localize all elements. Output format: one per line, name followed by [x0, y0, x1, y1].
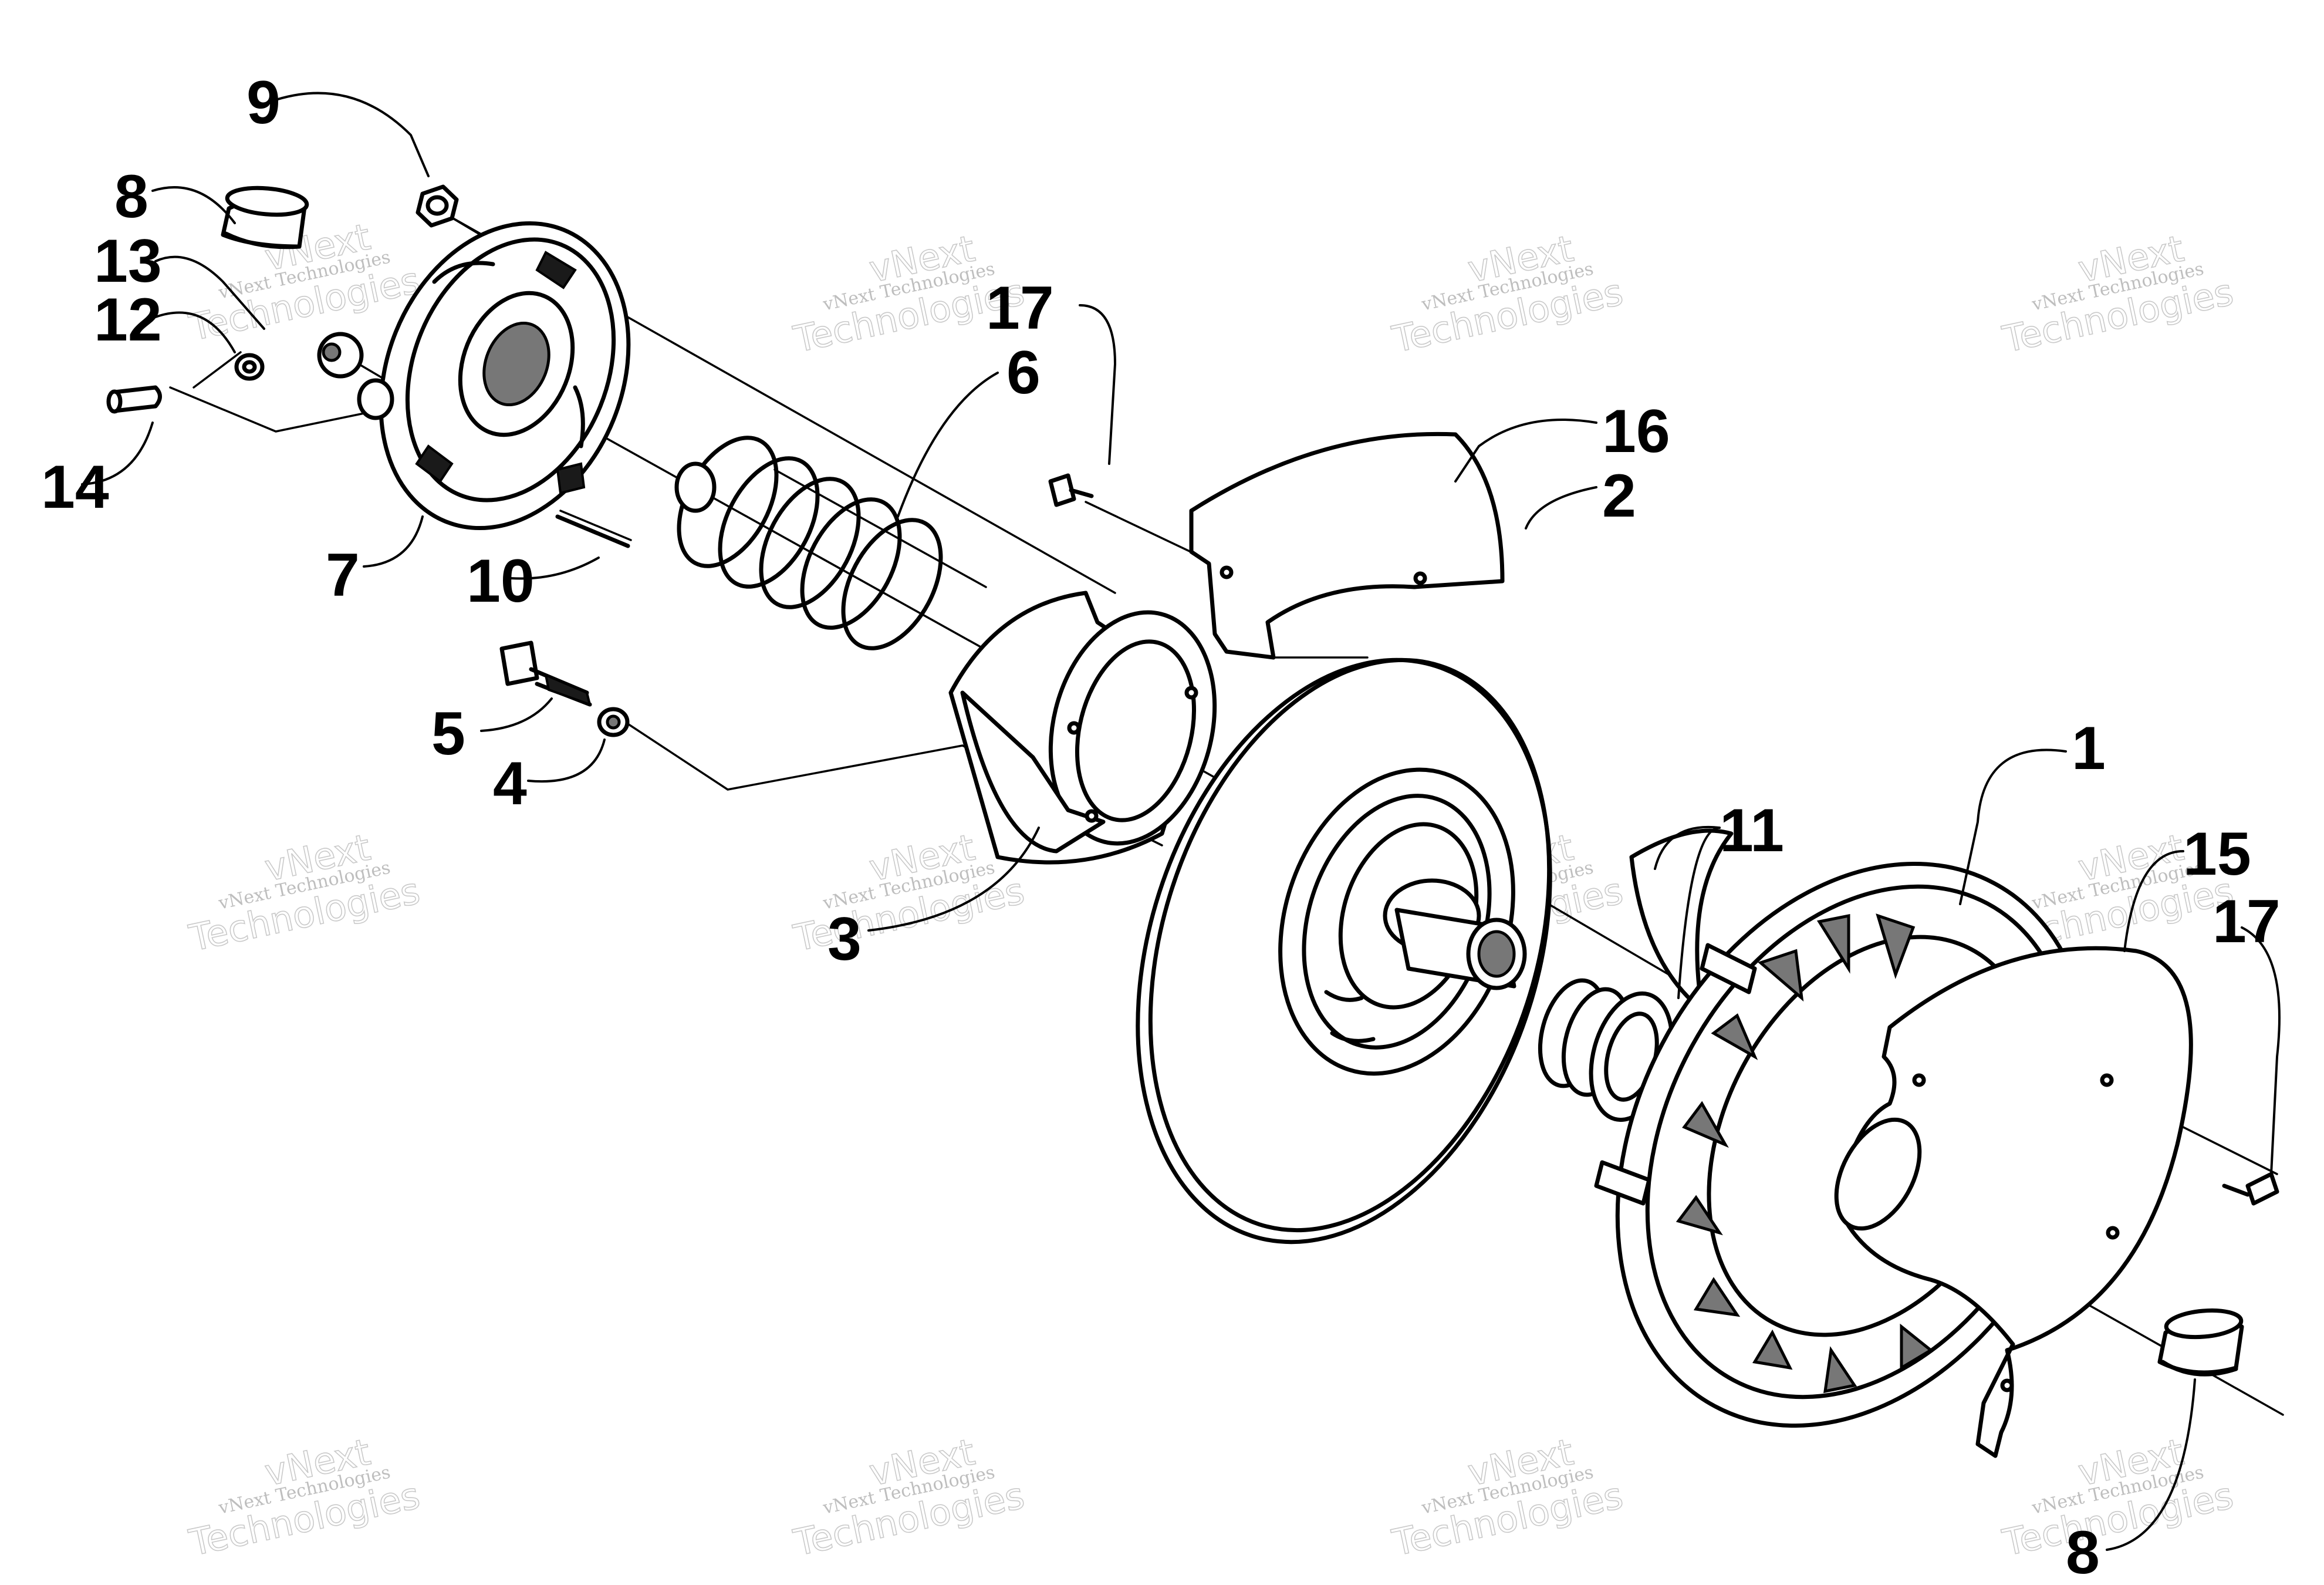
part-10-roll-pin [555, 510, 632, 548]
watermark: vNext vNext Technologies Technologies [1998, 227, 2237, 362]
part-17-screw-top [1048, 473, 1094, 507]
label-11: 11 [1720, 797, 1784, 865]
part-5-bolt [499, 640, 592, 707]
part-7-spider-plate [357, 221, 631, 531]
label-4: 4 [493, 750, 527, 818]
label-15: 15 [2183, 820, 2251, 888]
label-3: 3 [827, 905, 862, 973]
label-1: 1 [2072, 714, 2106, 783]
label-14: 14 [41, 453, 109, 521]
label-13: 13 [94, 227, 162, 295]
part-3-helix [948, 591, 1217, 865]
watermark: vNext vNext Technologies Technologies [789, 1430, 1028, 1565]
watermark: vNext vNext Technologies Technologies [185, 825, 424, 960]
part-12-washer [234, 353, 265, 381]
part-11-shims [1538, 828, 1734, 1122]
label-10: 10 [467, 547, 535, 615]
watermark: vNext vNext Technologies Technologies [1388, 227, 1627, 362]
leader-lines [81, 92, 2281, 1551]
part-2-movable-sheave [1136, 657, 1552, 1245]
label-17-right: 17 [2212, 888, 2281, 956]
label-9: 9 [246, 69, 281, 137]
part-6-spring [674, 436, 943, 650]
label-6: 6 [1006, 339, 1041, 407]
part-labels: 1 2 3 4 5 6 7 8 8 9 10 11 12 13 14 15 16… [41, 69, 2281, 1585]
part-9-nut [416, 184, 459, 228]
part-17-screw-bottom [2222, 1172, 2279, 1206]
part-16-guard-plate [1189, 431, 1505, 660]
part-14-pin [106, 385, 162, 414]
label-8-bottom: 8 [2066, 1519, 2100, 1585]
part-8-bushing-bottom [2157, 1308, 2244, 1377]
mounting-studs [1594, 943, 1757, 1206]
label-8-top: 8 [114, 163, 148, 231]
part-4-bushing [597, 707, 630, 737]
label-12: 12 [94, 286, 162, 354]
part-8-bushing-top [221, 186, 309, 249]
part-15-guard-plate [1834, 946, 2193, 1458]
label-16: 16 [1602, 397, 1670, 466]
watermark: vNext vNext Technologies Technologies [1388, 1430, 1627, 1565]
watermark: vNext vNext Technologies Technologies [1998, 1430, 2237, 1565]
label-5: 5 [431, 700, 465, 768]
watermark: vNext vNext Technologies Technologies [185, 1430, 424, 1565]
label-2: 2 [1602, 462, 1636, 530]
label-7: 7 [326, 541, 360, 609]
label-17-top: 17 [986, 274, 1054, 342]
part-13-roller [317, 332, 364, 379]
